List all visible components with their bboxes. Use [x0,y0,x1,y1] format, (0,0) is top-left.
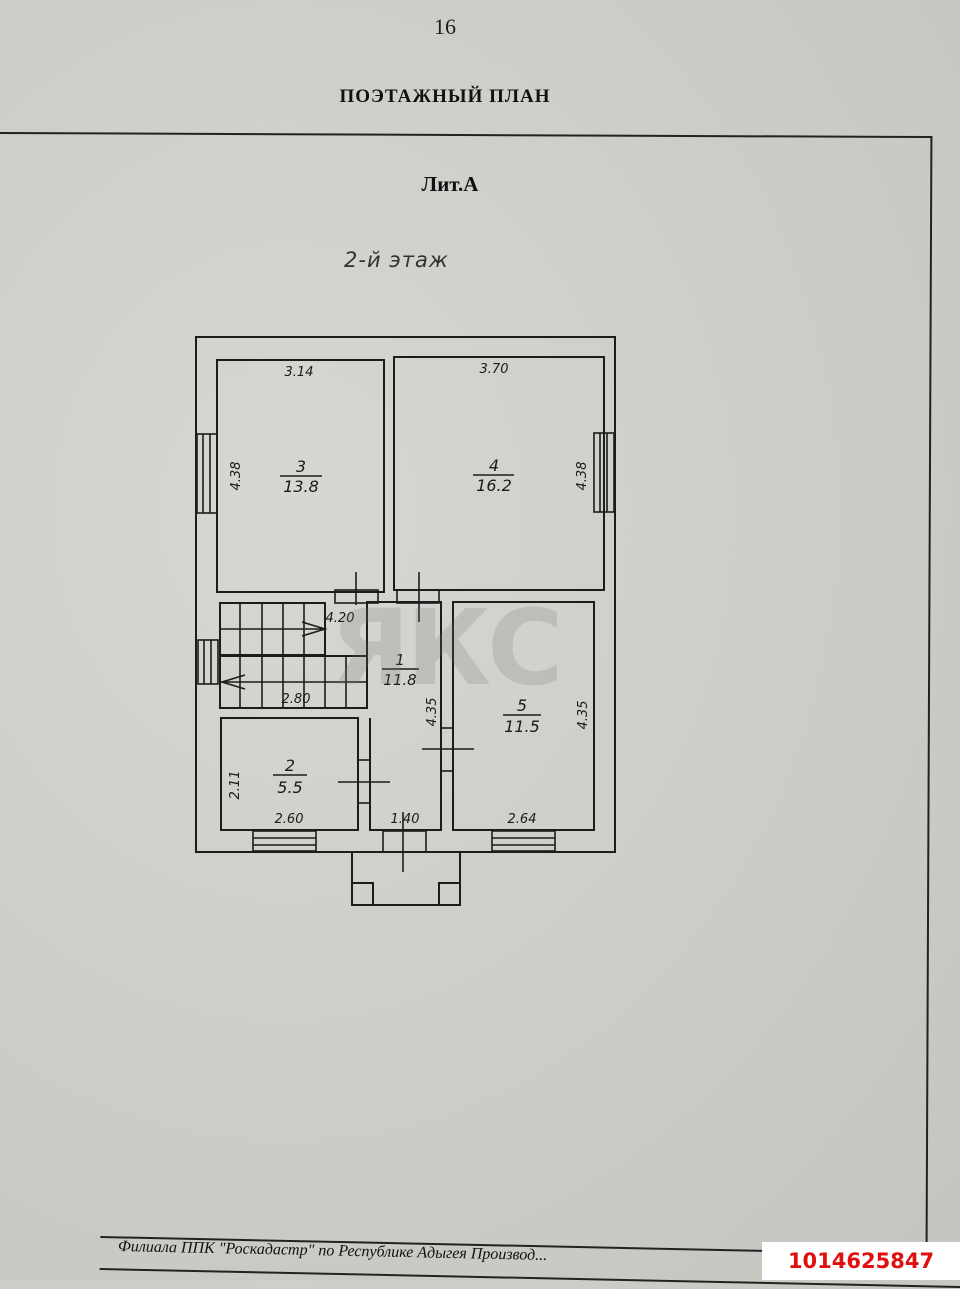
dim-room1-width: 1.40 [391,812,420,827]
dim-room3-height: 4.38 [229,462,244,491]
dim-room2-width: 2.60 [275,812,304,827]
dim-hall-top: 4.20 [326,611,355,626]
porch-outline [351,852,461,906]
dim-room4-width: 3.70 [480,362,509,377]
floor-label: 2-й этаж [344,248,449,272]
dim-room4-height: 4.38 [575,462,590,491]
dim-room5-width: 2.64 [508,812,537,827]
dim-room3-width: 3.14 [285,365,314,380]
window-room2 [252,830,317,852]
room-4-number: 4 [489,456,499,475]
room-2-area: 5.5 [277,778,302,797]
watermark: ЯКС [330,587,563,709]
stair-arrow-up [301,621,328,637]
listing-id-badge: 1014625847 [762,1242,960,1280]
room-5-number: 5 [517,696,527,715]
building-letter: Лит.А [421,172,479,196]
window-left-room3 [196,433,218,514]
door-room4 [396,589,440,604]
document-title: ПОЭТАЖНЫЙ ПЛАН [339,86,551,107]
room-1-number: 1 [395,651,405,669]
window-stair [197,639,219,685]
room-1-area: 11.8 [383,671,416,689]
room-3-number: 3 [296,457,306,476]
room-4-area: 16.2 [476,476,512,495]
room-2-number: 2 [285,756,295,775]
room-5-area: 11.5 [504,717,540,736]
entrance-door [382,830,427,853]
window-right-room4 [593,432,615,513]
dim-room1-height: 4.35 [425,698,440,727]
stair-arrow-down [219,674,246,690]
dim-room2-height: 2.11 [228,771,243,800]
room-4-outline [393,356,605,591]
page-number: 16 [434,14,456,39]
dim-room5-height: 4.35 [576,701,591,730]
room-1-outline [366,601,442,831]
dim-stair-width: 2.80 [282,692,311,707]
room-5-outline [452,601,595,831]
room-3-area: 13.8 [283,477,319,496]
window-room5 [491,830,556,852]
